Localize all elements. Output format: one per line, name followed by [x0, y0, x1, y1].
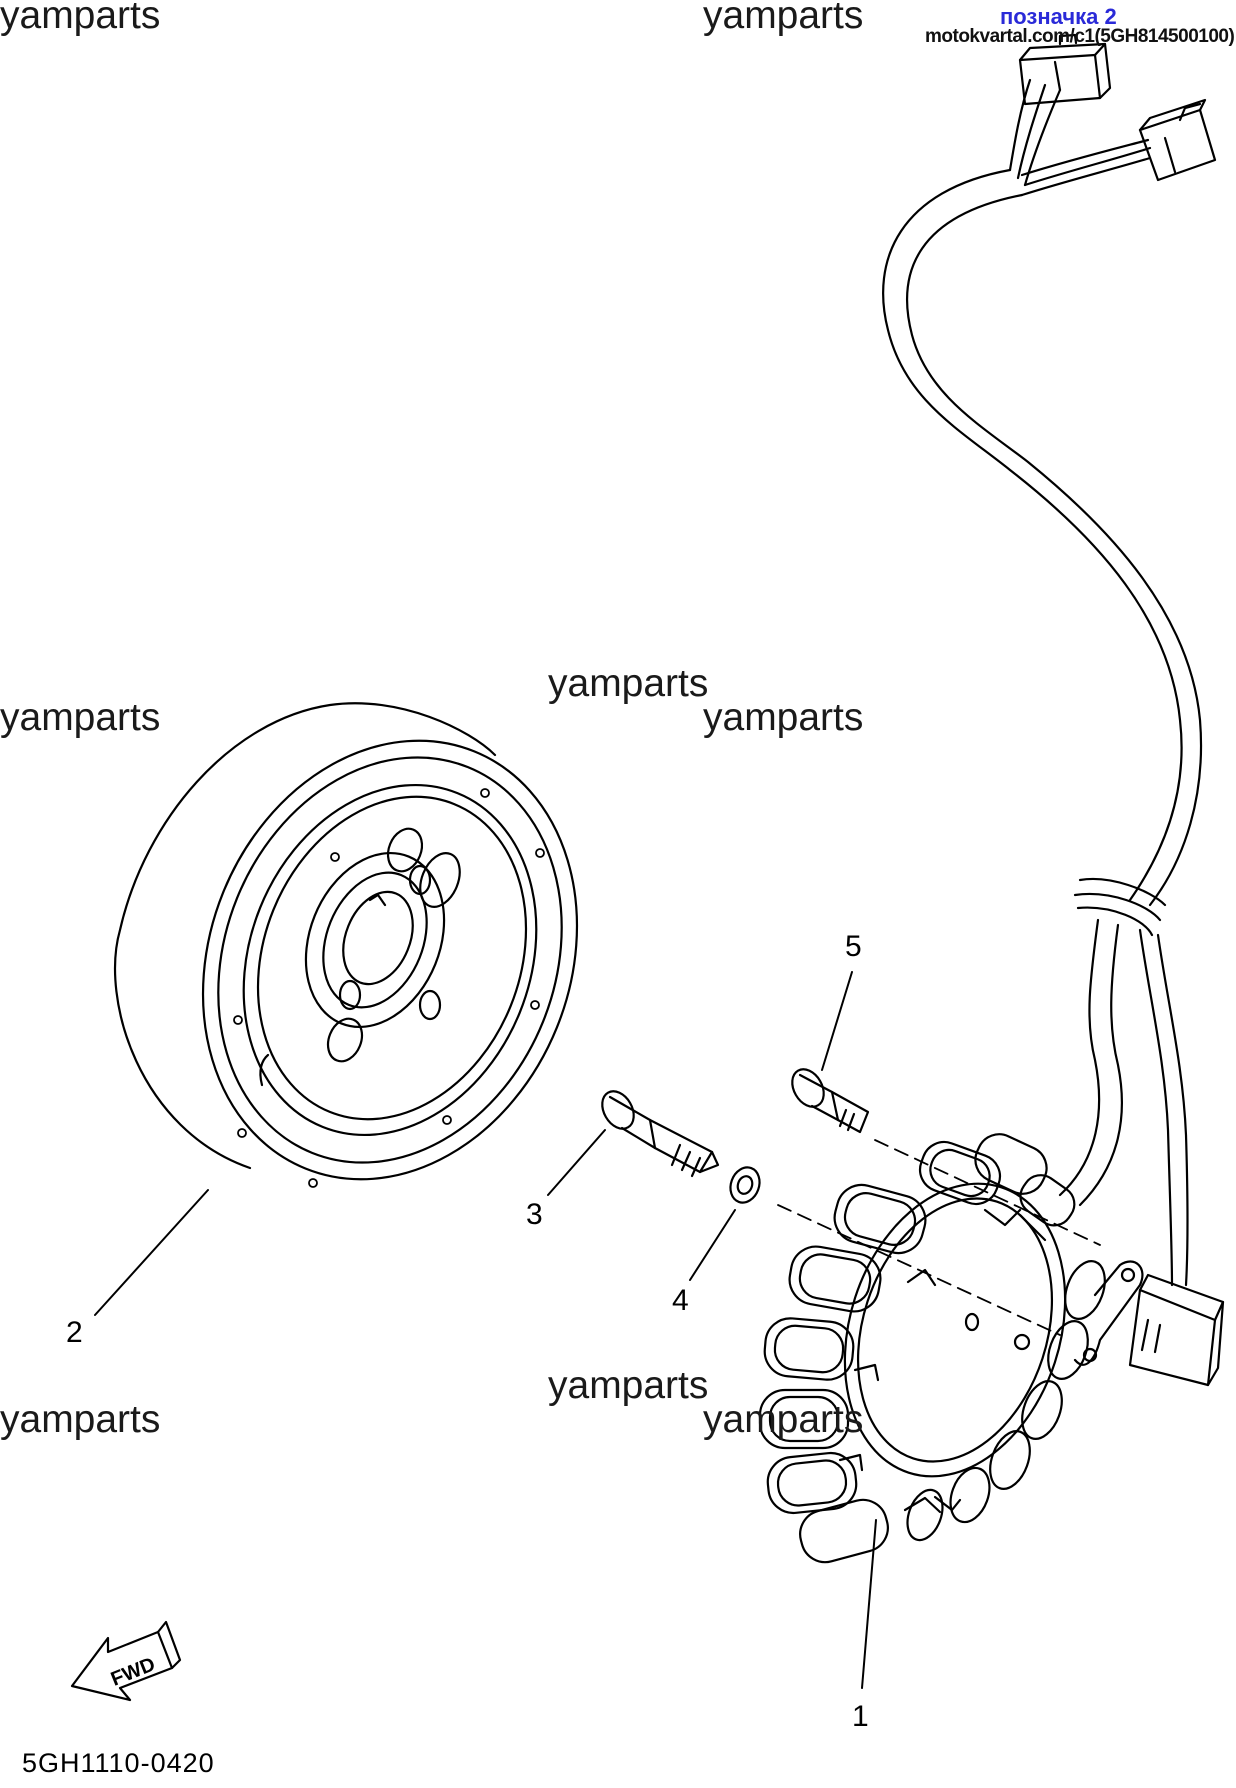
- tag-link[interactable]: motokvartal.com/c1(5GH814500100): [925, 26, 1235, 47]
- watermark: yamparts: [548, 662, 709, 705]
- watermark: yamparts: [0, 696, 161, 739]
- callout-2[interactable]: 2: [66, 1316, 83, 1349]
- fwd-label: FWD: [108, 1653, 158, 1690]
- fwd-arrow-icon: [70, 1620, 182, 1702]
- stator-1: [758, 1133, 1225, 1564]
- washer-4: [729, 1166, 761, 1204]
- callout-1[interactable]: 1: [852, 1700, 869, 1733]
- screw-5: [791, 1068, 870, 1134]
- callout-3[interactable]: 3: [526, 1198, 543, 1231]
- watermark: yamparts: [0, 1398, 161, 1441]
- watermark: yamparts: [0, 0, 161, 37]
- callout-5[interactable]: 5: [845, 930, 862, 963]
- watermark: yamparts: [703, 0, 864, 37]
- watermark: yamparts: [703, 1398, 864, 1441]
- bolt-3: [601, 1090, 720, 1178]
- wire-harness: [882, 33, 1217, 1287]
- watermark: yamparts: [548, 1364, 709, 1407]
- flywheel-rotor: [113, 702, 579, 1188]
- watermark: yamparts: [703, 696, 864, 739]
- leader-lines: [94, 971, 877, 1689]
- callout-4[interactable]: 4: [672, 1284, 689, 1317]
- tag-title: позначка 2: [1000, 4, 1117, 29]
- diagram-code: 5GH1110-0420: [22, 1748, 215, 1778]
